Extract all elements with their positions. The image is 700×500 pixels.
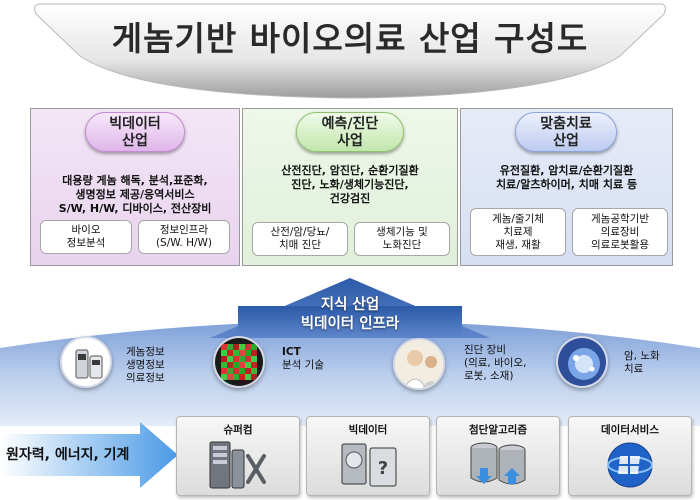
circle-text: 암, 노화 xyxy=(624,350,660,362)
bigdata-header: 빅데이터 산업 xyxy=(85,112,185,152)
prediction-desc-1: 산전진단, 암진단, 순환기질환 xyxy=(281,164,419,177)
diagnosis-equipment-label: 진단 장비 (의료, 바이오, 로봇, 소재) xyxy=(464,344,554,383)
knowledge-industry-label: 지식 산업 xyxy=(320,297,380,313)
bigdata-title-2: 산업 xyxy=(122,133,148,149)
circle-text: 치료 xyxy=(624,363,644,375)
disease-diagnosis-box: 산전/암/당뇨/치매 진단 xyxy=(252,222,348,256)
cure-desc-1: 유전질환, 암치료/순환기질환 xyxy=(499,164,634,177)
prediction-title-1: 예측/진단 xyxy=(321,116,379,132)
bigdata-desc-2: 생명정보 제공/응역서비스 xyxy=(75,188,195,201)
bigdata-label: 빅데이터 xyxy=(348,424,388,436)
ict-label: ICT 분석 기술 xyxy=(282,346,362,372)
cell-icon xyxy=(556,336,608,388)
page-title: 게놈기반 바이오의료 산업 구성도 xyxy=(111,19,589,58)
sub-label: (S/W. H/W) xyxy=(155,237,213,249)
bigdata-tile xyxy=(306,416,430,496)
bigdata-infra-label: 빅데이터 인프라 xyxy=(300,316,400,332)
database-icon xyxy=(470,442,526,485)
cure-header: 맞춤치료 산업 xyxy=(515,112,617,152)
prediction-header: 예측/진단 사업 xyxy=(296,112,404,152)
sub-label: 산전/암/당뇨/ xyxy=(270,226,330,238)
base-industry-arrow xyxy=(0,422,178,488)
genome-device-icon xyxy=(60,336,112,388)
cure-desc-2: 치료/알츠하이머, 치매 치료 등 xyxy=(495,178,638,191)
heatmap-icon xyxy=(213,336,265,388)
sub-label: 정보인프라 xyxy=(159,224,209,236)
cancer-aging-label: 암, 노화 치료 xyxy=(624,350,694,376)
supercomputer-label: 슈퍼컴 xyxy=(223,424,253,436)
prediction-title-2: 사업 xyxy=(337,133,363,149)
circle-text: 의료정보 xyxy=(126,372,165,384)
info-infra-box: 정보인프라(S/W. H/W) xyxy=(138,220,230,254)
bigdata-description: 대용량 게놈 해독, 분석,표준화, 생명정보 제공/응역서비스 S/W, H/… xyxy=(32,174,238,216)
cure-title-1: 맞춤치료 xyxy=(540,116,592,132)
globe-service-icon xyxy=(607,442,653,488)
bigdata-desc-1: 대용량 게놈 해독, 분석,표준화, xyxy=(62,174,208,187)
sub-label: 게놈공학기반 xyxy=(591,212,649,225)
title-banner xyxy=(34,3,666,99)
prediction-desc-2: 진단, 노화/생체기능진단, xyxy=(291,178,409,191)
prediction-desc-3: 건강검진 xyxy=(329,192,371,205)
circle-text: (의료, 바이오, xyxy=(464,357,527,369)
knowledge-industry-platform xyxy=(0,278,700,426)
sub-label: 바이오 xyxy=(71,224,101,236)
cure-description: 유전질환, 암치료/순환기질환 치료/알츠하이머, 치매 치료 등 xyxy=(462,164,671,192)
bigdata-title-1: 빅데이터 xyxy=(109,116,161,132)
sub-label: 재생, 재활 xyxy=(495,238,541,251)
bigdata-desc-3: S/W, H/W, 디바이스, 전산장비 xyxy=(58,202,212,215)
sub-label: 정보분석 xyxy=(66,237,106,249)
sub-label: 게놈/줄기체 xyxy=(492,212,544,225)
data-service-label: 데이터서비스 xyxy=(601,424,659,436)
genome-info-label: 게놈정보 생명정보 의료정보 xyxy=(126,346,206,385)
doctor-icon xyxy=(393,338,445,390)
hard-drive-icon: ? xyxy=(341,443,397,487)
circle-text: 생명정보 xyxy=(126,359,165,371)
circle-text: ICT xyxy=(282,346,301,358)
svg-text:?: ? xyxy=(378,458,388,479)
sub-label: 의료로봇활용 xyxy=(591,238,649,251)
server-tools-icon xyxy=(209,441,266,489)
sub-label: 노화진단 xyxy=(382,239,422,251)
base-industry-label: 원자력, 에너지, 기계 xyxy=(6,447,130,463)
circle-text: 로봇, 소재) xyxy=(464,370,514,382)
sub-label: 의료장비 xyxy=(600,225,640,238)
advanced-algorithm-label: 첨단알고리즘 xyxy=(469,424,527,436)
cure-title-2: 산업 xyxy=(553,133,579,149)
sub-label: 치료제 xyxy=(503,225,533,238)
prediction-description: 산전진단, 암진단, 순환기질환 진단, 노화/생체기능진단, 건강검진 xyxy=(244,164,456,206)
sub-label: 생체기능 및 xyxy=(376,226,428,238)
circle-text: 게놈정보 xyxy=(126,346,165,358)
advanced-algorithm-tile xyxy=(436,416,560,496)
circle-text: 분석 기술 xyxy=(282,359,324,371)
circle-text: 진단 장비 xyxy=(464,344,506,356)
sub-label: 치매 진단 xyxy=(279,239,321,251)
